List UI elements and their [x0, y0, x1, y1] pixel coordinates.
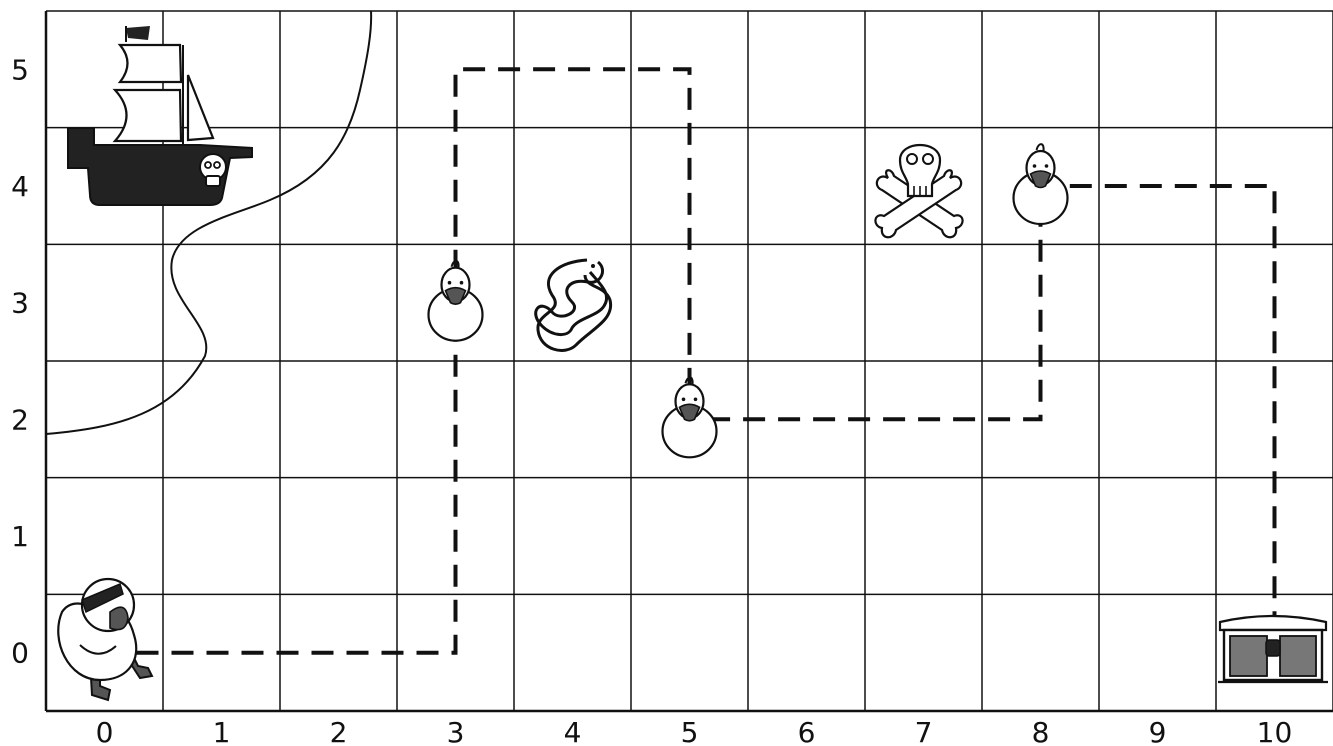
y-tick-label-4: 4 — [11, 170, 29, 203]
duck-3 — [1014, 144, 1068, 224]
x-tick-label-4: 4 — [564, 716, 582, 746]
y-tick-label-5: 5 — [11, 53, 29, 86]
treasure-chest-icon — [1218, 616, 1328, 682]
x-tick-label-8: 8 — [1032, 716, 1050, 746]
y-tick-label-1: 1 — [11, 520, 29, 553]
y-tick-label-3: 3 — [11, 287, 29, 320]
x-tick-label-10: 10 — [1257, 716, 1293, 746]
y-axis-labels: 0 1 2 3 4 5 — [11, 53, 29, 669]
grid-lines — [46, 11, 1333, 711]
x-tick-label-2: 2 — [330, 716, 348, 746]
skull-crossbones-icon — [875, 145, 962, 237]
pirate-duck — [58, 579, 152, 700]
x-tick-label-1: 1 — [213, 716, 231, 746]
duck-1 — [429, 261, 483, 341]
pirate-ship — [68, 26, 252, 205]
x-tick-label-0: 0 — [96, 716, 114, 746]
duck-2 — [663, 377, 717, 457]
x-tick-label-9: 9 — [1149, 716, 1167, 746]
x-tick-label-3: 3 — [447, 716, 465, 746]
y-tick-label-2: 2 — [11, 403, 29, 436]
island-shore — [46, 11, 371, 434]
x-axis-labels: 0 1 2 3 4 5 6 7 8 9 10 — [96, 716, 1293, 746]
snake-icon — [536, 260, 611, 350]
y-tick-label-0: 0 — [11, 637, 29, 670]
x-tick-label-5: 5 — [681, 716, 699, 746]
x-tick-label-7: 7 — [915, 716, 933, 746]
x-tick-label-6: 6 — [798, 716, 816, 746]
